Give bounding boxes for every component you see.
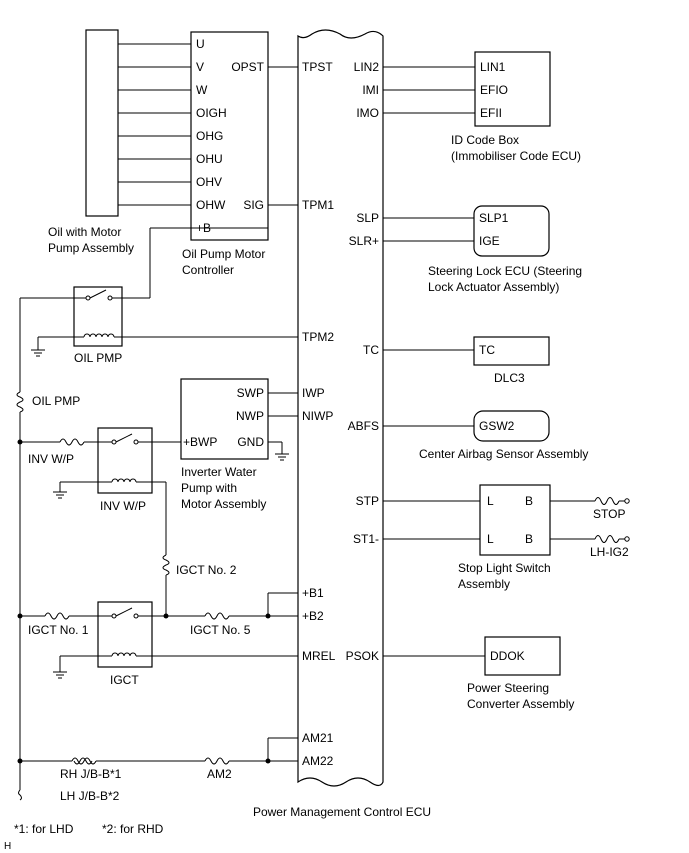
water-pump-pin-gnd: GND bbox=[237, 435, 264, 449]
ecu-title: Power Management Control ECU bbox=[253, 805, 431, 819]
ecu-pin-am22: AM22 bbox=[302, 754, 334, 768]
controller-label-1: Oil Pump Motor bbox=[182, 247, 265, 261]
ecu-pin-psok: PSOK bbox=[346, 649, 379, 663]
ecu-pin-tc: TC bbox=[363, 343, 379, 357]
stop-light-switch-box bbox=[479, 484, 551, 556]
controller-pin-sig: SIG bbox=[243, 198, 264, 212]
stop-fuse-label: STOP bbox=[593, 507, 625, 521]
stop-switch-pin-l2: L bbox=[487, 532, 494, 546]
ecu-pin-tpm2: TPM2 bbox=[302, 330, 334, 344]
ecu-pin-lin2: LIN2 bbox=[354, 60, 380, 74]
dlc3-label: DLC3 bbox=[494, 371, 525, 385]
motor-pump-label-2: Pump Assembly bbox=[48, 241, 134, 255]
ps-converter-label-1: Power Steering bbox=[467, 681, 549, 695]
controller-pin-u: U bbox=[196, 37, 205, 51]
ecu-pin-slr: SLR+ bbox=[349, 234, 379, 248]
ecu-pin-niwp: NIWP bbox=[302, 409, 333, 423]
stop-switch-label-2: Assembly bbox=[458, 577, 510, 591]
steering-lock-pin-ige: IGE bbox=[479, 234, 500, 248]
ecu-pin-imo: IMO bbox=[356, 106, 379, 120]
ground-icon bbox=[53, 491, 67, 499]
ecu-pin-b2: +B2 bbox=[302, 609, 324, 623]
stop-switch-pin-b2: B bbox=[525, 532, 533, 546]
motor-pump-label-1: Oil with Motor bbox=[48, 225, 121, 239]
stop-switch-pin-b1: B bbox=[525, 494, 533, 508]
oil-pump-controller-box bbox=[190, 31, 269, 241]
id-code-pin-efii: EFII bbox=[480, 106, 502, 120]
controller-pin-w: W bbox=[196, 83, 208, 97]
id-code-pin-lin1: LIN1 bbox=[480, 60, 506, 74]
ecu-pin-tpst: TPST bbox=[302, 60, 333, 74]
oil-pmp-relay-label: OIL PMP bbox=[74, 351, 122, 365]
ecu-pin-slp: SLP bbox=[356, 211, 379, 225]
dlc3-box bbox=[473, 336, 550, 366]
id-code-label-2: (Immobiliser Code ECU) bbox=[451, 149, 581, 163]
ecu-pin-am21: AM21 bbox=[302, 731, 334, 745]
controller-pin-ohv: OHV bbox=[196, 175, 222, 189]
ecu-pin-st1: ST1- bbox=[353, 532, 379, 546]
steering-lock-pin-slp1: SLP1 bbox=[479, 211, 509, 225]
ground-icon bbox=[53, 671, 67, 679]
am2-fuse-label: AM2 bbox=[207, 767, 232, 781]
controller-pin-ohg: OHG bbox=[196, 129, 223, 143]
water-pump-label-2: Pump with bbox=[181, 481, 237, 495]
water-pump-label-1: Inverter Water bbox=[181, 465, 257, 479]
id-code-pin-efio: EFIO bbox=[480, 83, 508, 97]
ps-converter-box bbox=[484, 636, 561, 676]
airbag-pin-gsw2: GSW2 bbox=[479, 419, 515, 433]
ecu-pin-imi: IMI bbox=[362, 83, 379, 97]
ps-converter-label-2: Converter Assembly bbox=[467, 697, 574, 711]
inv-wp-relay-label: INV W/P bbox=[100, 499, 146, 513]
ecu-pin-iwp: IWP bbox=[302, 386, 325, 400]
ecu-body bbox=[297, 29, 384, 787]
water-pump-label-3: Motor Assembly bbox=[181, 497, 266, 511]
airbag-sensor-box bbox=[473, 410, 550, 442]
inv-wp-fuse-label: INV W/P bbox=[28, 452, 74, 466]
igct-relay-label: IGCT bbox=[110, 673, 139, 687]
controller-pin-opst: OPST bbox=[231, 60, 264, 74]
id-code-box bbox=[474, 51, 551, 127]
dlc3-pin-tc: TC bbox=[479, 343, 495, 357]
ps-converter-pin-ddok: DDOK bbox=[490, 649, 525, 663]
lhig2-fuse-terminal bbox=[624, 536, 630, 542]
igct-no5-fuse-label: IGCT No. 5 bbox=[190, 623, 251, 637]
steering-lock-box bbox=[473, 205, 550, 257]
controller-pin-v: V bbox=[196, 60, 204, 74]
lhig2-fuse-label: LH-IG2 bbox=[590, 545, 629, 559]
note-rhd: *2: for RHD bbox=[102, 822, 164, 836]
note-lhd: *1: for LHD bbox=[14, 822, 74, 836]
stop-switch-label-1: Stop Light Switch bbox=[458, 561, 551, 575]
airbag-label: Center Airbag Sensor Assembly bbox=[419, 447, 588, 461]
corner-mark: H bbox=[4, 841, 11, 852]
water-pump-pin-nwp: NWP bbox=[236, 409, 264, 423]
water-pump-pin-bwp: +BWP bbox=[183, 435, 217, 449]
rh-jb-label: RH J/B-B*1 bbox=[60, 767, 122, 781]
ecu-pin-stp: STP bbox=[356, 494, 379, 508]
ecu-pin-tpm1: TPM1 bbox=[302, 198, 334, 212]
ecu-pin-abfs: ABFS bbox=[348, 419, 379, 433]
stop-switch-pin-l1: L bbox=[487, 494, 494, 508]
water-pump-pin-swp: SWP bbox=[237, 386, 264, 400]
igct-no1-fuse-label: IGCT No. 1 bbox=[28, 623, 89, 637]
oil-pmp-fuse-label: OIL PMP bbox=[32, 394, 80, 408]
ground-icon bbox=[275, 453, 289, 461]
controller-pin-oigh: OIGH bbox=[196, 106, 227, 120]
lh-jb-label: LH J/B-B*2 bbox=[60, 789, 120, 803]
id-code-label-1: ID Code Box bbox=[451, 133, 519, 147]
ecu-pin-mrel: MREL bbox=[302, 649, 336, 663]
controller-pin-ohw: OHW bbox=[196, 198, 226, 212]
steering-lock-label-1: Steering Lock ECU (Steering bbox=[428, 264, 582, 278]
oil-pmp-fuse bbox=[16, 391, 24, 413]
igct-no2-fuse bbox=[162, 554, 170, 576]
water-pump-box bbox=[180, 378, 269, 460]
steering-lock-label-2: Lock Actuator Assembly) bbox=[428, 280, 559, 294]
controller-pin-ohu: OHU bbox=[196, 152, 223, 166]
oil-motor-pump-box bbox=[85, 29, 119, 217]
ecu-pin-b1: +B1 bbox=[302, 586, 324, 600]
ground-icon bbox=[31, 349, 45, 357]
igct-no2-fuse-label: IGCT No. 2 bbox=[176, 563, 237, 577]
stop-fuse-terminal bbox=[624, 498, 630, 504]
controller-label-2: Controller bbox=[182, 263, 234, 277]
